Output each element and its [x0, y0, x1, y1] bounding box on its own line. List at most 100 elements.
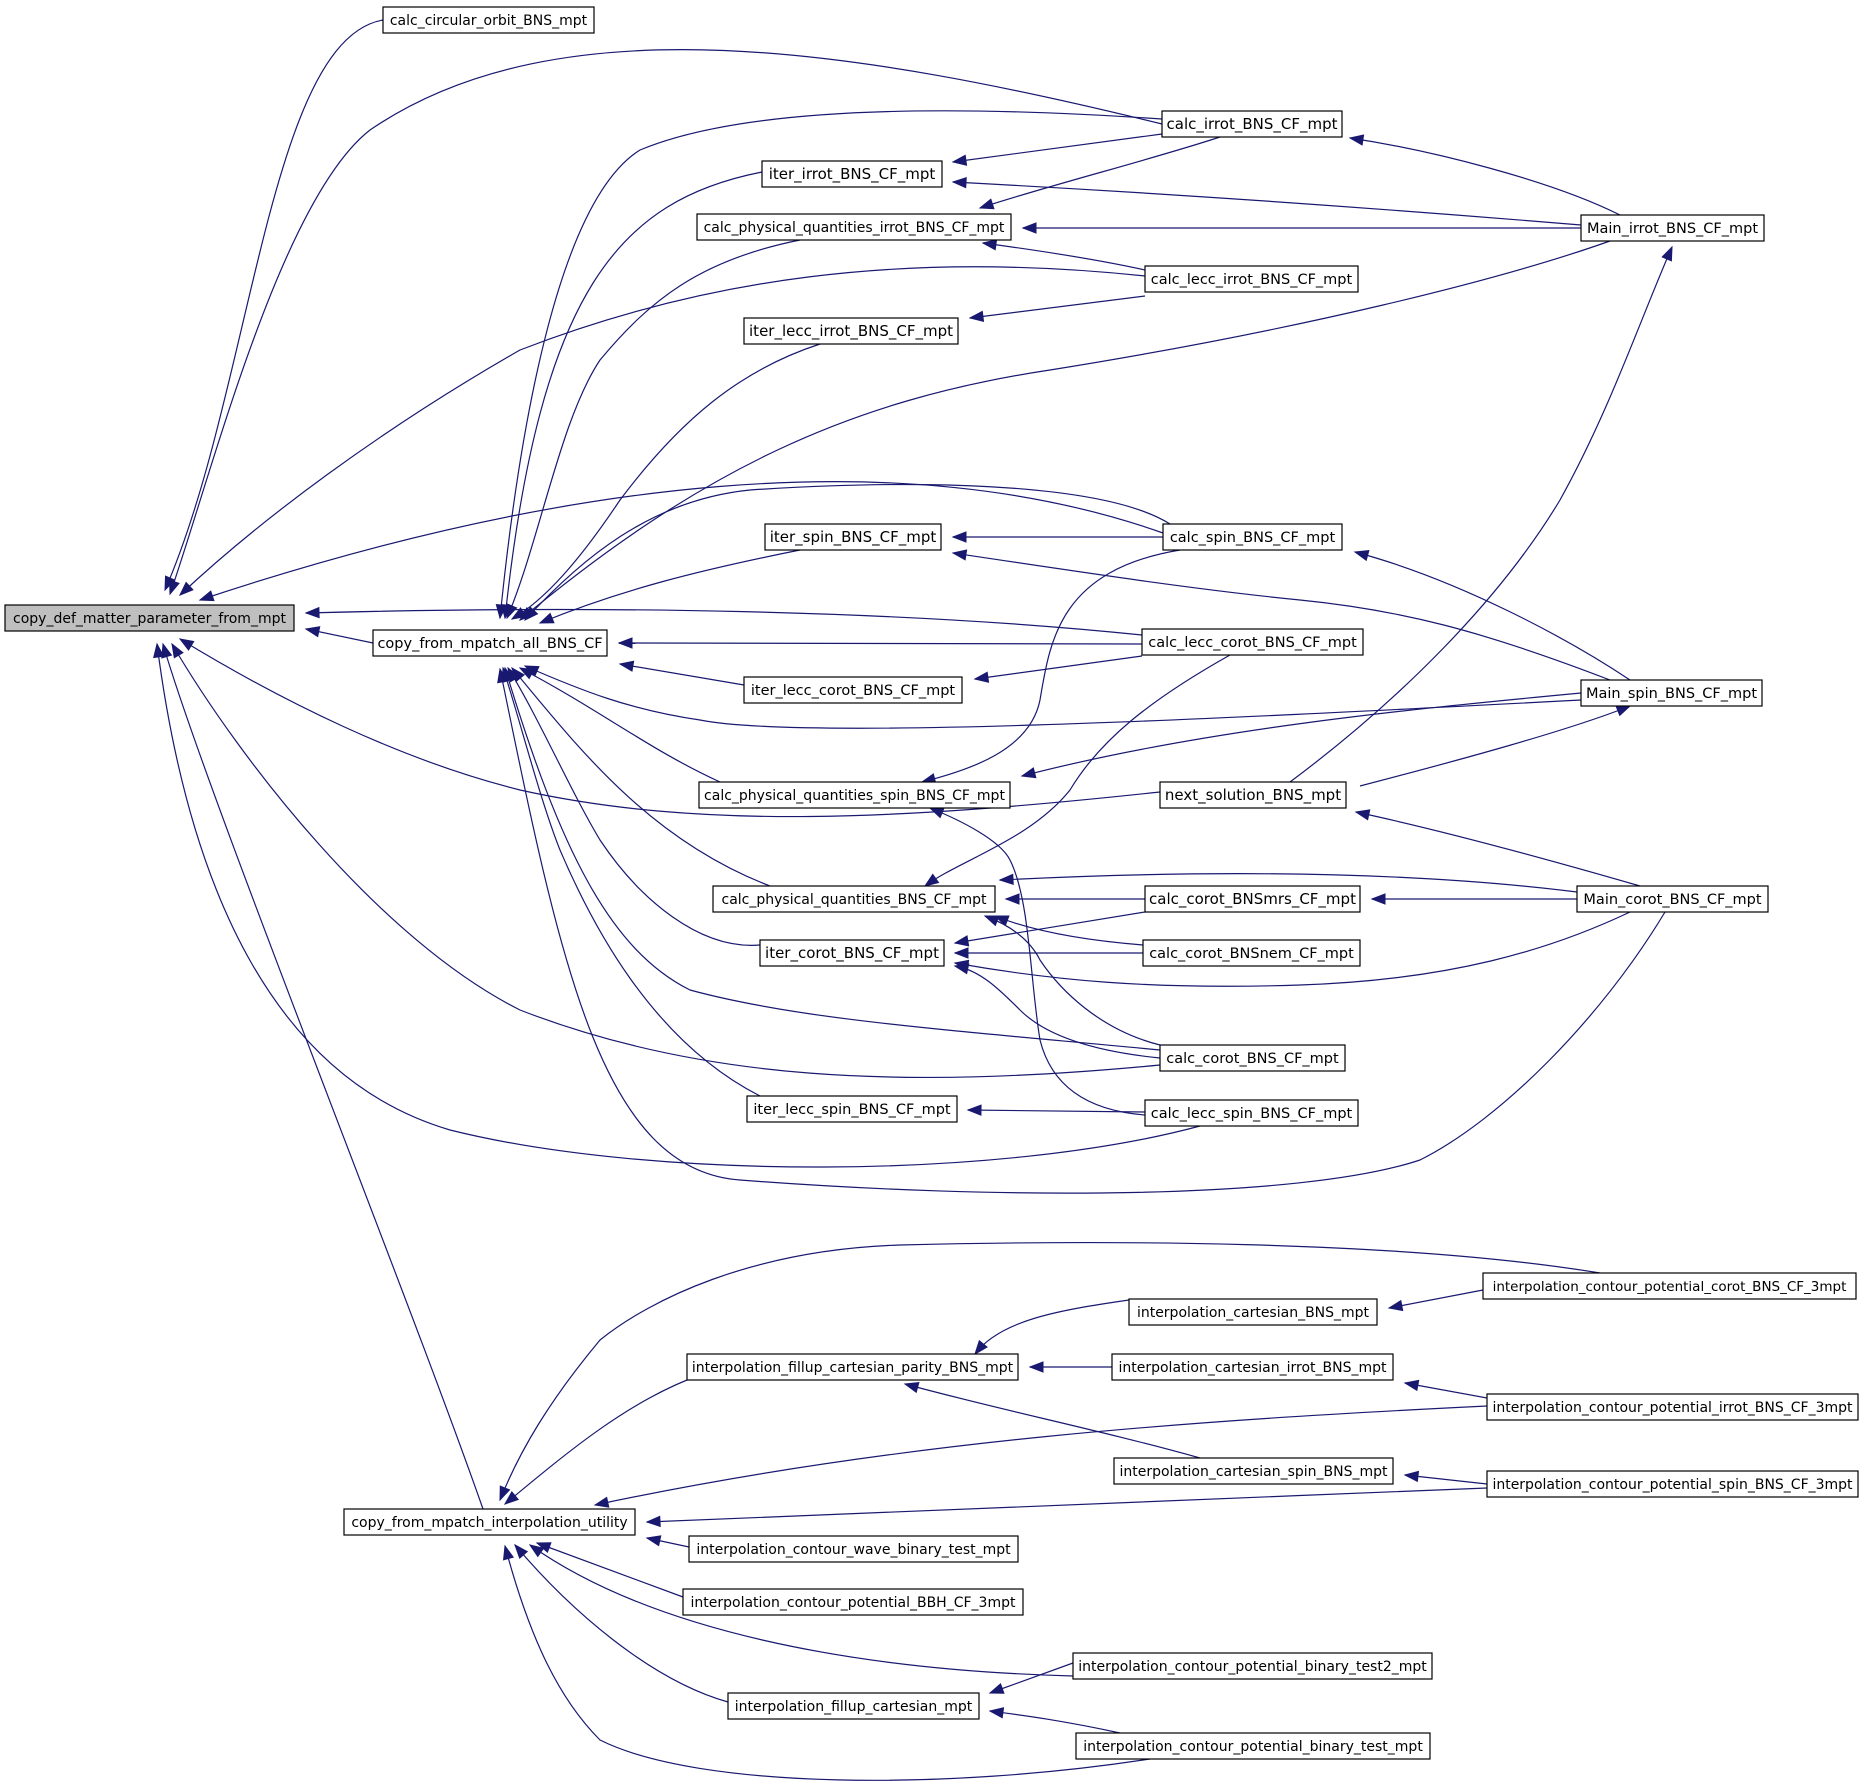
node-copy-all[interactable]: copy_from_mpatch_all_BNS_CF — [372, 629, 608, 657]
edge-calc_irrot-to-copy_def — [169, 49, 1163, 596]
node-interp-cart-bns[interactable]: interpolation_cartesian_BNS_mpt — [1128, 1298, 1378, 1326]
node-box[interactable] — [343, 1508, 636, 1536]
node-box[interactable] — [372, 629, 608, 657]
node-box[interactable] — [1580, 214, 1765, 242]
node-box[interactable] — [743, 317, 959, 345]
node-box[interactable] — [1159, 1044, 1346, 1072]
edge-cpq_bns-to-copy_all — [511, 666, 771, 887]
node-cpq-spin[interactable]: calc_physical_quantities_spin_BNS_CF_mpt — [698, 781, 1011, 809]
node-interp-cart-irrot[interactable]: interpolation_cartesian_irrot_BNS_mpt — [1111, 1353, 1394, 1381]
node-box[interactable] — [1161, 110, 1343, 138]
node-box[interactable] — [688, 1535, 1019, 1563]
arrowhead — [1028, 1361, 1044, 1373]
node-box[interactable] — [1144, 1099, 1359, 1127]
node-main-corot[interactable]: Main_corot_BNS_CF_mpt — [1576, 885, 1769, 913]
node-box[interactable] — [1141, 628, 1364, 656]
node-iter-lecc-irrot[interactable]: iter_lecc_irrot_BNS_CF_mpt — [743, 317, 959, 345]
node-box[interactable] — [1580, 679, 1763, 707]
node-icp-irrot[interactable]: interpolation_contour_potential_irrot_BN… — [1486, 1393, 1859, 1421]
node-box[interactable] — [1159, 781, 1347, 809]
node-box[interactable] — [1111, 1353, 1394, 1381]
node-calc-lecc-spin[interactable]: calc_lecc_spin_BNS_CF_mpt — [1144, 1099, 1359, 1127]
node-interp-cart-spin[interactable]: interpolation_cartesian_spin_BNS_mpt — [1113, 1457, 1394, 1485]
node-calc-lecc-irrot[interactable]: calc_lecc_irrot_BNS_CF_mpt — [1144, 265, 1359, 293]
node-box[interactable] — [1486, 1393, 1859, 1421]
node-main-spin[interactable]: Main_spin_BNS_CF_mpt — [1580, 679, 1763, 707]
node-label: interpolation_contour_potential_BBH_CF_3… — [691, 1595, 1016, 1611]
node-box[interactable] — [1142, 939, 1361, 967]
call-edges — [153, 19, 1673, 1781]
node-icp-test[interactable]: interpolation_contour_potential_binary_t… — [1075, 1732, 1431, 1760]
node-calc-corot-nem[interactable]: calc_corot_BNSnem_CF_mpt — [1142, 939, 1361, 967]
arrowhead — [524, 606, 539, 622]
node-icp-spin[interactable]: interpolation_contour_potential_spin_BNS… — [1486, 1470, 1859, 1498]
edge-line — [536, 1542, 684, 1598]
node-icp-test2[interactable]: interpolation_contour_potential_binary_t… — [1072, 1652, 1433, 1680]
node-iter-corot[interactable]: iter_corot_BNS_CF_mpt — [759, 939, 945, 967]
node-box[interactable] — [1072, 1652, 1433, 1680]
node-iter-irrot[interactable]: iter_irrot_BNS_CF_mpt — [761, 160, 943, 188]
node-box[interactable] — [1482, 1272, 1857, 1300]
node-copy-def[interactable]: copy_def_matter_parameter_from_mpt — [4, 604, 295, 632]
node-label: calc_corot_BNSnem_CF_mpt — [1149, 946, 1354, 962]
node-box[interactable] — [761, 160, 943, 188]
edge-iter_lecc_irrot-to-copy_all — [510, 343, 821, 620]
arrowhead — [1661, 245, 1673, 262]
node-box[interactable] — [1162, 523, 1343, 551]
node-box[interactable] — [759, 939, 945, 967]
node-box[interactable] — [1113, 1457, 1394, 1485]
node-iter-lecc-corot[interactable]: iter_lecc_corot_BNS_CF_mpt — [743, 676, 963, 704]
node-box[interactable] — [682, 1588, 1024, 1616]
node-cpq-irrot[interactable]: calc_physical_quantities_irrot_BNS_CF_mp… — [696, 213, 1012, 241]
node-next-solution[interactable]: next_solution_BNS_mpt — [1159, 781, 1347, 809]
node-box[interactable] — [712, 885, 996, 913]
edge-calc_lecc_irrot-to-copy_def — [178, 266, 1146, 596]
node-icp-bbh[interactable]: interpolation_contour_potential_BBH_CF_3… — [682, 1588, 1024, 1616]
node-label: interpolation_contour_potential_binary_t… — [1083, 1739, 1423, 1755]
node-box[interactable] — [1144, 265, 1359, 293]
node-ifill-cart[interactable]: interpolation_fillup_cartesian_mpt — [727, 1692, 980, 1720]
node-box[interactable] — [1486, 1470, 1859, 1498]
arrowhead — [928, 807, 945, 819]
node-box[interactable] — [382, 6, 595, 34]
node-calc-circular[interactable]: calc_circular_orbit_BNS_mpt — [382, 6, 595, 34]
edge-main_spin-to-cpq_spin — [1020, 692, 1582, 779]
node-box[interactable] — [698, 781, 1011, 809]
node-label: calc_lecc_spin_BNS_CF_mpt — [1151, 1106, 1353, 1122]
node-box[interactable] — [1576, 885, 1769, 913]
node-calc-corot-mrs[interactable]: calc_corot_BNSmrs_CF_mpt — [1144, 885, 1361, 913]
node-box[interactable] — [764, 523, 942, 551]
edge-calc_corot-to-cpq_bns — [983, 915, 1161, 1046]
edge-line — [199, 481, 1164, 601]
node-calc-irrot[interactable]: calc_irrot_BNS_CF_mpt — [1161, 110, 1343, 138]
node-box[interactable] — [1075, 1732, 1431, 1760]
node-box[interactable] — [1128, 1298, 1378, 1326]
node-cpq-bns[interactable]: calc_physical_quantities_BNS_CF_mpt — [712, 885, 996, 913]
node-calc-lecc-corot[interactable]: calc_lecc_corot_BNS_CF_mpt — [1141, 628, 1364, 656]
node-box[interactable] — [696, 213, 1012, 241]
node-icp-corot[interactable]: interpolation_contour_potential_corot_BN… — [1482, 1272, 1857, 1300]
edge-icp_test2-to-copy_interp — [528, 1544, 1074, 1677]
arrowhead — [1387, 1299, 1404, 1312]
node-box[interactable] — [1144, 885, 1361, 913]
function-nodes: copy_def_matter_parameter_from_mpt calc_c… — [4, 6, 1859, 1760]
node-box[interactable] — [686, 1353, 1019, 1381]
node-box[interactable] — [746, 1095, 958, 1123]
node-ifill-parity[interactable]: interpolation_fillup_cartesian_parity_BN… — [686, 1353, 1019, 1381]
node-box[interactable] — [4, 604, 295, 632]
node-calc-corot[interactable]: calc_corot_BNS_CF_mpt — [1159, 1044, 1346, 1072]
edge-icw_test-to-copy_interp — [645, 1535, 690, 1548]
node-box[interactable] — [727, 1692, 980, 1720]
arrowhead — [528, 1544, 545, 1558]
node-icw-test[interactable]: interpolation_contour_wave_binary_test_m… — [688, 1535, 1019, 1563]
node-main-irrot[interactable]: Main_irrot_BNS_CF_mpt — [1580, 214, 1765, 242]
arrowhead — [951, 176, 967, 189]
edge-line — [169, 49, 1163, 595]
node-copy-interp[interactable]: copy_from_mpatch_interpolation_utility — [343, 1508, 636, 1536]
node-iter-spin[interactable]: iter_spin_BNS_CF_mpt — [764, 523, 942, 551]
edge-interp_cart_bns-to-ifill_parity — [974, 1299, 1130, 1356]
node-iter-lecc-spin[interactable]: iter_lecc_spin_BNS_CF_mpt — [746, 1095, 958, 1123]
node-calc-spin[interactable]: calc_spin_BNS_CF_mpt — [1162, 523, 1343, 551]
node-box[interactable] — [743, 676, 963, 704]
edge-line — [499, 110, 1163, 619]
